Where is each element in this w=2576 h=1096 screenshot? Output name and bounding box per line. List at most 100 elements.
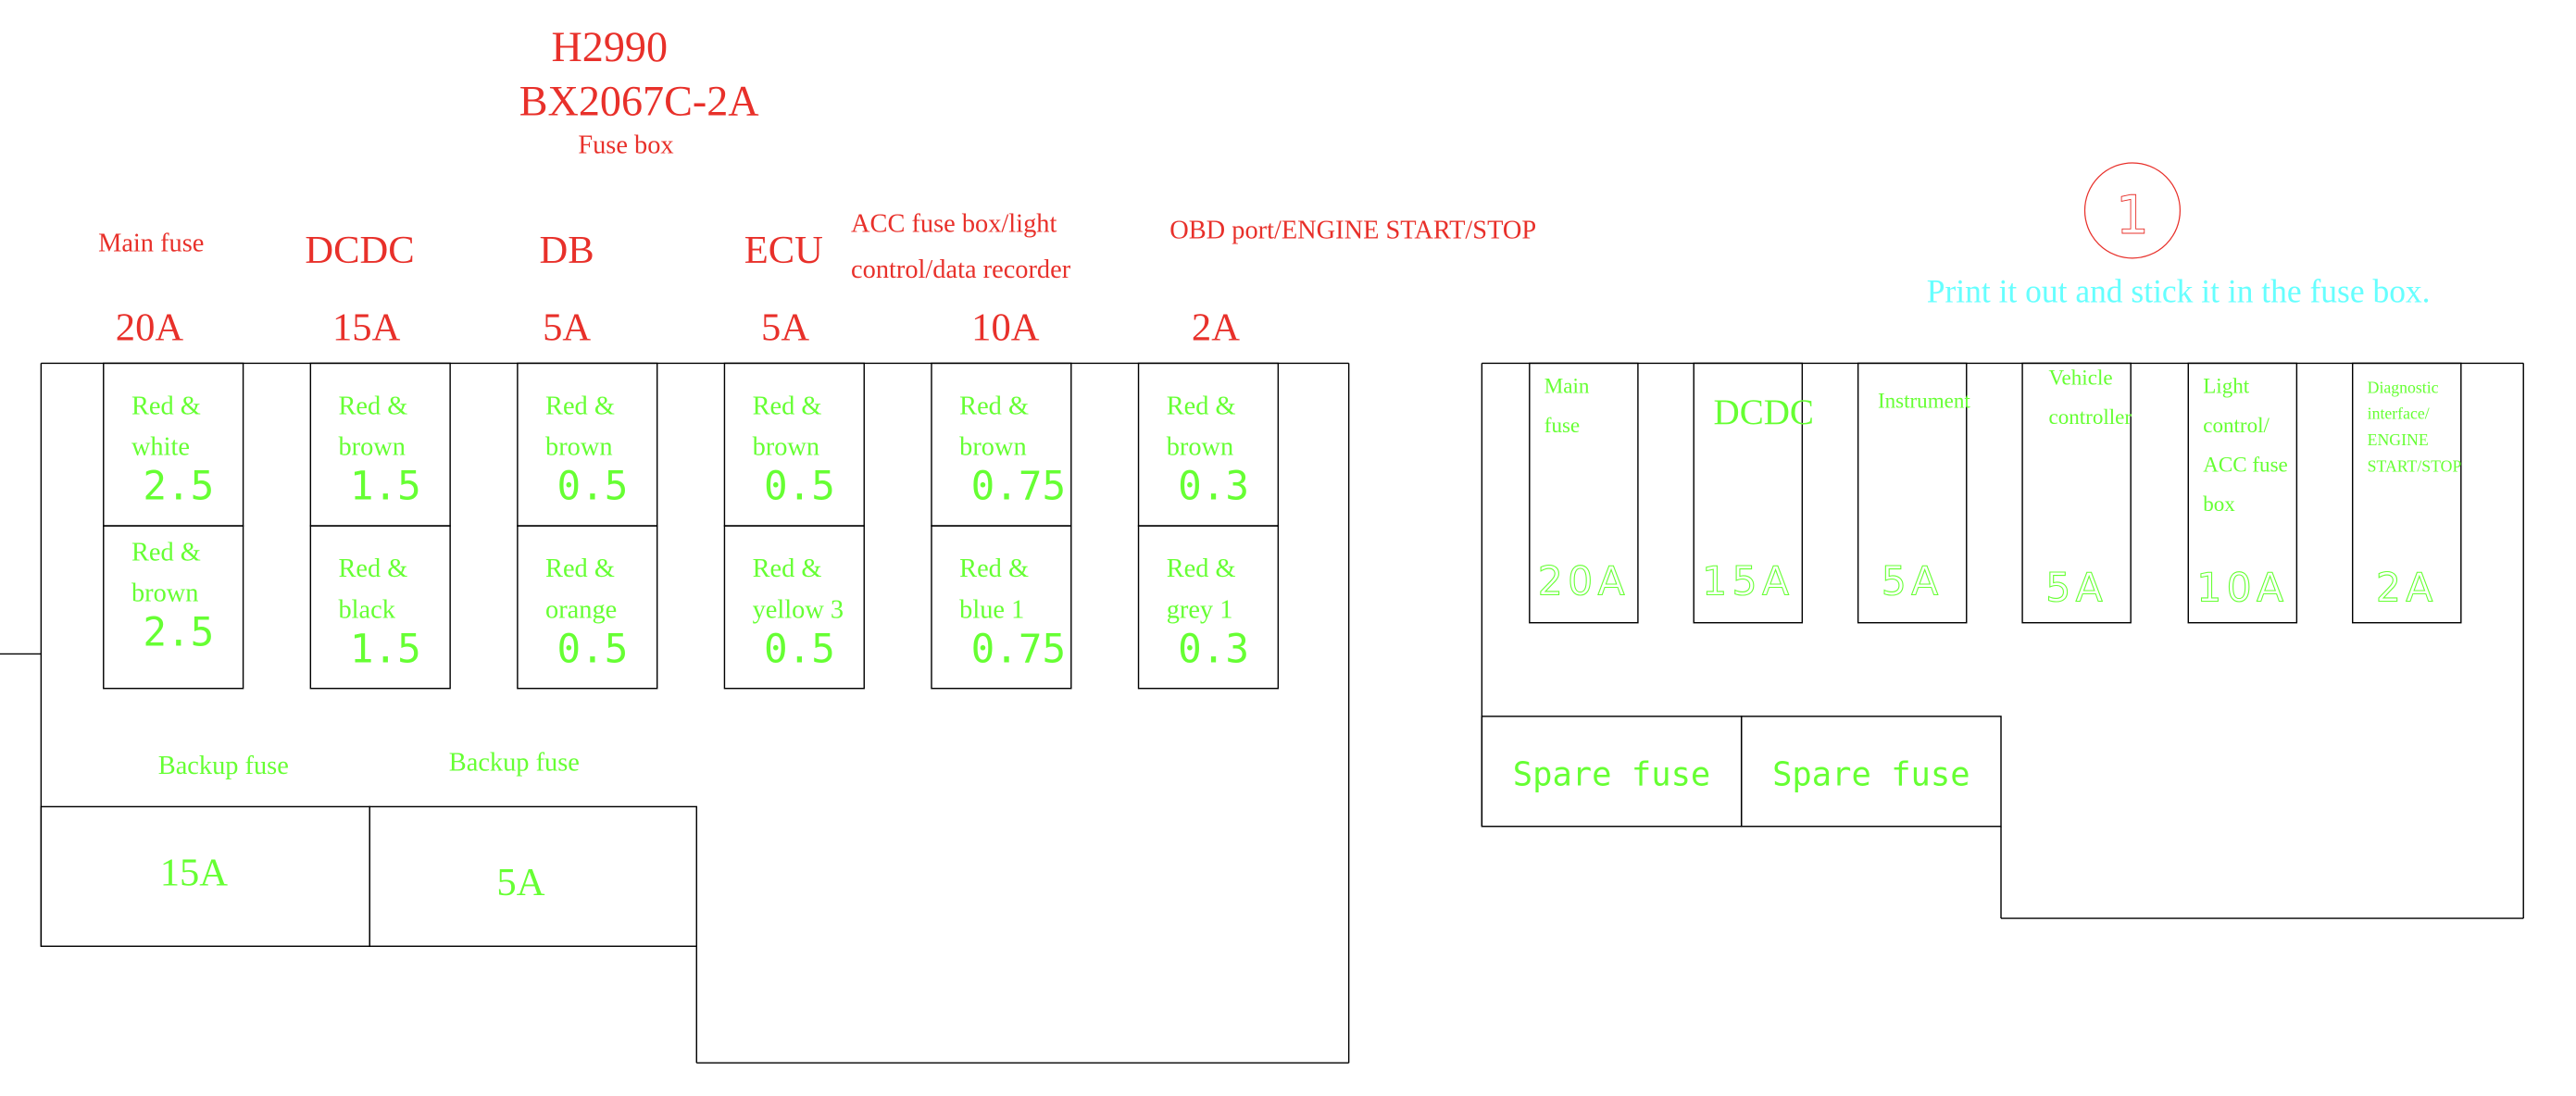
wire-color: brown bbox=[338, 433, 406, 462]
fuse-rating: 15A bbox=[1702, 559, 1794, 605]
fuse-slot: Vehicle controller 5A bbox=[2021, 362, 2132, 624]
wire-size: 2.5 bbox=[143, 464, 214, 510]
fuse-rating: 10A bbox=[2196, 566, 2288, 612]
part-number: BX2067C-2A bbox=[519, 77, 759, 124]
fuse-label: control/ bbox=[2203, 413, 2270, 437]
backup-fuse-rating: 15A bbox=[160, 852, 229, 895]
wire-color: brown bbox=[959, 433, 1027, 462]
fuse-rating: 15A bbox=[332, 306, 401, 350]
wire-color: Red & bbox=[1167, 554, 1236, 583]
wire-color: Red & bbox=[545, 392, 615, 420]
wire-color: Red & bbox=[753, 554, 822, 583]
wire-color: white bbox=[131, 433, 190, 462]
fuse-rating: 10A bbox=[971, 306, 1040, 350]
fuse-rating: 20A bbox=[116, 306, 184, 350]
diagram-subtitle: Fuse box bbox=[578, 131, 673, 159]
fuse-label: controller bbox=[2048, 405, 2132, 429]
wire-size: 0.3 bbox=[1178, 626, 1249, 672]
sheet-number: 1 bbox=[2116, 185, 2149, 246]
fuse-rating: 5A bbox=[2045, 566, 2107, 612]
fuse-label: Main bbox=[1544, 373, 1590, 397]
wire-size: 0.5 bbox=[764, 626, 835, 672]
fuse-rating: 5A bbox=[1882, 559, 1944, 605]
wire-size: 1.5 bbox=[350, 464, 421, 510]
wire-size: 0.5 bbox=[764, 464, 835, 510]
wire-size: 0.5 bbox=[556, 626, 628, 672]
wire-color: Red & bbox=[131, 538, 201, 567]
fuse-name: OBD port/ENGINE START/STOP bbox=[1169, 217, 1536, 245]
wire-color: Red & bbox=[545, 554, 615, 583]
fuse-slot-bottom: Red & yellow 30.5 bbox=[723, 525, 865, 690]
wire-size: 2.5 bbox=[143, 610, 214, 656]
fuse-rating: 2A bbox=[2376, 566, 2438, 612]
wire-color: grey 1 bbox=[1167, 595, 1233, 624]
fuse-label: Diagnostic bbox=[2368, 378, 2439, 396]
spare-fuse-label: Spare fuse bbox=[1513, 755, 1711, 793]
left-box-outline bbox=[0, 362, 1350, 1064]
fuse-label: Light bbox=[2203, 373, 2250, 397]
sheet-number-circle bbox=[2083, 162, 2182, 259]
wire-size: 1.5 bbox=[350, 626, 421, 672]
wire-size: 0.75 bbox=[971, 464, 1067, 510]
fuse-rating: 5A bbox=[761, 306, 809, 350]
fuse-slot: Diagnostic interface/ENGINE START/STOP 2A bbox=[2351, 362, 2462, 624]
wire-color: brown bbox=[131, 579, 199, 608]
fuse-name: DB bbox=[540, 229, 594, 272]
spare-fuse-label: Spare fuse bbox=[1772, 755, 1970, 793]
fuse-label: ACC fuse bbox=[2203, 452, 2288, 476]
fuse-rating: 5A bbox=[543, 306, 591, 350]
wire-color: black bbox=[338, 595, 395, 624]
wire-color: brown bbox=[753, 433, 820, 462]
fuse-label: fuse bbox=[1544, 413, 1580, 437]
wire-color: brown bbox=[545, 433, 613, 462]
fuse-name: ECU bbox=[744, 229, 823, 272]
wire-color: yellow 3 bbox=[753, 595, 844, 624]
model-number: H2990 bbox=[551, 23, 668, 70]
wire-color: Red & bbox=[131, 392, 201, 420]
wire-size: 0.75 bbox=[971, 626, 1067, 672]
fuse-name-line: control/data recorder bbox=[851, 255, 1071, 284]
left-fuse-headers: Main fuse DCDC DB ECU ACC fuse box/light… bbox=[98, 209, 1536, 349]
right-fuse-slots: Main fuse 20A DCDC 15A Instrument 5A Vehicle con… bbox=[1529, 362, 2462, 624]
right-box-outline bbox=[1481, 362, 2524, 919]
fuse-rating: 20A bbox=[1538, 559, 1630, 605]
fuse-label: START/STOP bbox=[2368, 456, 2462, 475]
fuse-slot: DCDC 15A bbox=[1693, 362, 1814, 624]
fuse-label: box bbox=[2203, 492, 2235, 516]
fuse-name: Main fuse bbox=[98, 230, 204, 258]
fuse-slot-bottom: Red & grey 10.3 bbox=[1137, 525, 1280, 690]
print-instruction: Print it out and stick it in the fuse bo… bbox=[1927, 273, 2431, 310]
wire-color: blue 1 bbox=[959, 595, 1024, 624]
backup-fuse-label: Backup fuse bbox=[158, 752, 289, 780]
fuse-name: DCDC bbox=[305, 229, 414, 272]
fuse-slot: Main fuse 20A bbox=[1529, 362, 1639, 624]
wire-size: 0.3 bbox=[1178, 464, 1249, 510]
fuse-rating: 2A bbox=[1192, 306, 1240, 350]
fuse-slot: Instrument 5A bbox=[1857, 362, 1970, 624]
fuse-label: ENGINE bbox=[2368, 430, 2429, 449]
fuse-label: DCDC bbox=[1714, 392, 1814, 432]
wire-size: 0.5 bbox=[556, 464, 628, 510]
fuse-name-line: ACC fuse box/light bbox=[851, 209, 1057, 238]
wire-color: Red & bbox=[338, 392, 407, 420]
wire-color: Red & bbox=[338, 554, 407, 583]
fuse-slot-bottom: Red & blue 10.75 bbox=[931, 525, 1072, 690]
fuse-slot: Light control/ACC fuse box 10A bbox=[2187, 362, 2298, 624]
wire-color: Red & bbox=[959, 554, 1029, 583]
wire-color: Red & bbox=[753, 392, 822, 420]
backup-fuse-rating: 5A bbox=[496, 861, 544, 904]
fuse-label: Instrument bbox=[1878, 388, 1970, 412]
wire-color: orange bbox=[545, 595, 617, 624]
fuse-label: interface/ bbox=[2368, 405, 2430, 423]
fuse-label: Vehicle bbox=[2048, 365, 2112, 389]
